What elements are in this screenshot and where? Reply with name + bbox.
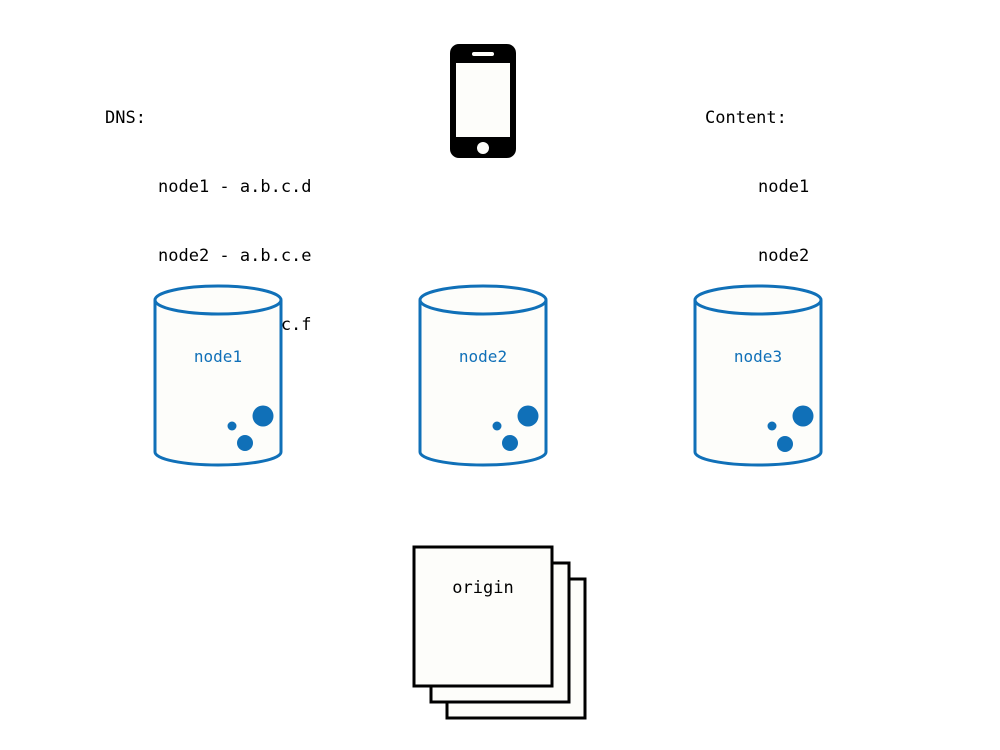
content-entry-node2: node2	[758, 246, 810, 266]
node2-content-dot-medium	[502, 435, 518, 451]
node2-content-dot-small	[492, 421, 502, 431]
node1-cylinder: node1	[153, 284, 283, 467]
smartphone-icon	[450, 44, 516, 158]
node1-content-dot-medium	[237, 435, 253, 451]
dns-title: DNS:	[105, 108, 146, 128]
node3-label: node3	[734, 347, 782, 366]
node3-content-dot-small	[767, 421, 777, 431]
node2-content-dot-large	[517, 405, 539, 427]
dns-entry-node2: node2 - a.b.c.e	[158, 246, 312, 266]
node1-content-dot-small	[227, 421, 237, 431]
content-title: Content:	[705, 108, 787, 128]
origin-stack: origin	[412, 545, 587, 720]
node2-label: node2	[459, 347, 507, 366]
content-entry-node1: node1	[758, 177, 810, 197]
node1-label: node1	[194, 347, 242, 366]
origin-label: origin	[452, 578, 513, 598]
node3-content-dot-medium	[777, 436, 793, 452]
node1-content-dot-large	[252, 405, 274, 427]
dns-entry-node1: node1 - a.b.c.d	[158, 177, 312, 197]
origin-front-sheet	[412, 545, 554, 688]
node3-cylinder: node3	[693, 284, 823, 467]
node2-cylinder: node2	[418, 284, 548, 467]
node3-content-dot-large	[792, 405, 814, 427]
